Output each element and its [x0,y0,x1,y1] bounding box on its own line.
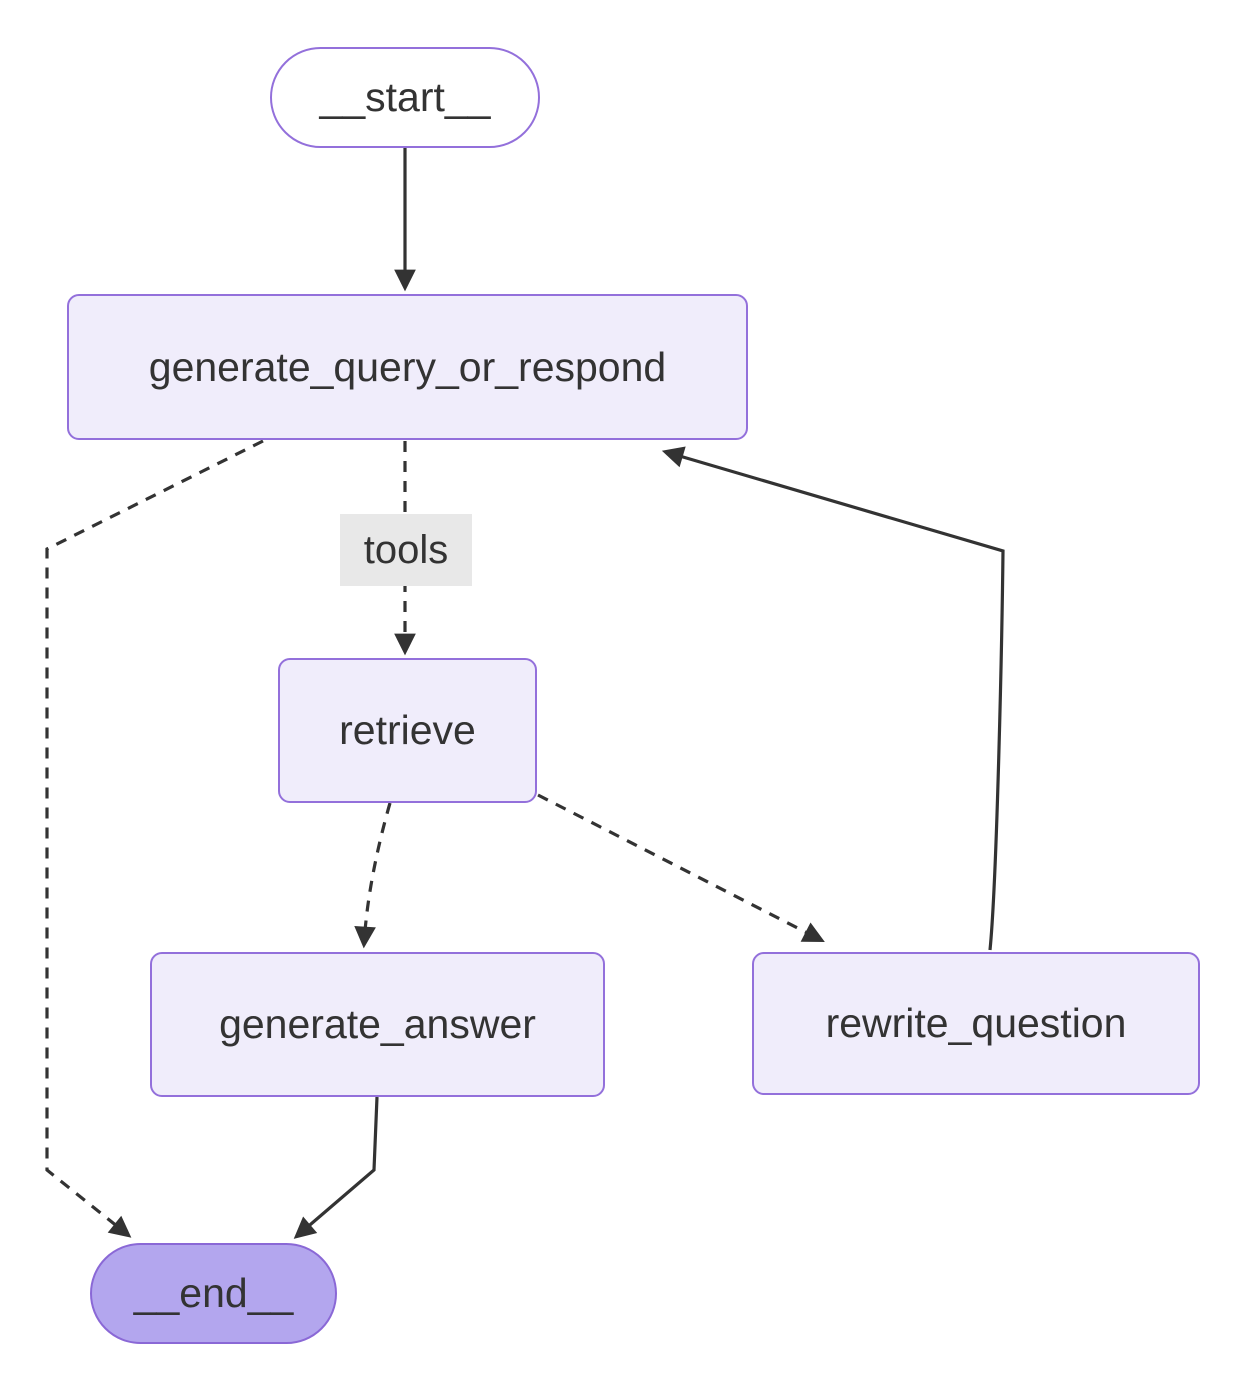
node-retrieve: retrieve [278,658,537,803]
node-start: __start__ [270,47,540,148]
node-end-label: __end__ [133,1270,294,1316]
node-generate-query-or-respond-label: generate_query_or_respond [148,343,667,390]
edge-label-tools: tools [340,514,472,586]
node-retrieve-label: retrieve [339,707,476,753]
node-start-label: __start__ [319,74,491,120]
node-generate-answer: generate_answer [150,952,605,1097]
node-generate-answer-label: generate_answer [219,1001,536,1047]
node-rewrite-question: rewrite_question [752,952,1200,1095]
edge-generate-query-or-respond-to-end [45,439,264,1238]
edge-retrieve-to-rewrite-question [537,793,825,942]
edge-retrieve-to-generate-answer [354,802,392,949]
edge-generate-answer-to-end [293,1096,379,1239]
edge-rewrite-question-to-generate-query-or-respond [661,446,1005,951]
node-rewrite-question-label: rewrite_question [825,1000,1127,1046]
node-generate-query-or-respond: generate_query_or_respond [67,294,748,440]
node-end: __end__ [90,1243,337,1344]
